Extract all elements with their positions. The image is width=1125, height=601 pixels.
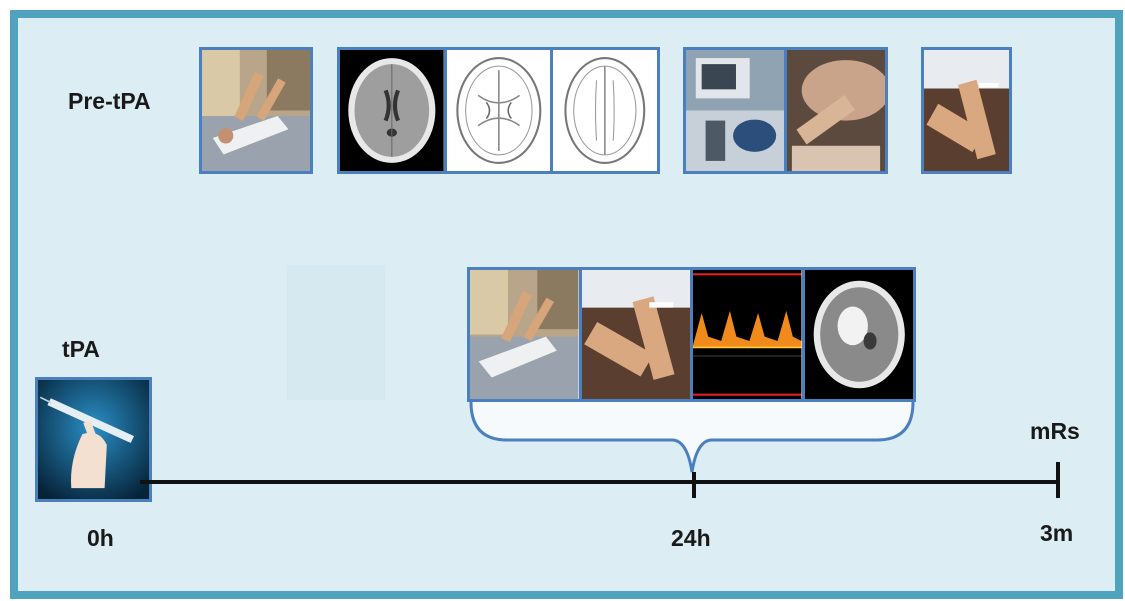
time-24h-label: 24h [671,525,711,552]
patient-bed-photo-icon [202,50,310,171]
patient-bed-photo-icon [470,270,579,399]
arm-blood-draw-photo-icon [582,270,691,399]
brain-ct-hemorrhage-icon [805,270,914,399]
brain-aspects-diagram-icon [553,50,657,171]
arm-blood-draw-photo-icon [924,50,1009,171]
syringe-injection-photo-icon [38,380,149,499]
post-24h-assessment-group [467,267,916,402]
pre-tpa-label: Pre-tPA [68,88,151,115]
pre-tpa-imaging-group [337,47,660,174]
timeline-tick-24h [692,472,696,498]
tpa-label: tPA [62,336,100,363]
brain-aspects-diagram-icon [447,50,551,171]
faint-placeholder [287,265,385,400]
time-3m-label: 3m [1040,520,1073,547]
timeline-tick-3m [1056,462,1060,498]
timeline-axis [140,480,1060,484]
tpa-injection-group [35,377,152,502]
pre-tpa-patient-group [199,47,313,174]
mrs-label: mRs [1030,418,1080,445]
pre-tpa-blood-test-group [921,47,1012,174]
time-0h-label: 0h [87,525,114,552]
doppler-waveform-icon [693,270,802,399]
swallow-test-photo-icon [787,50,885,171]
monitor-blood-pressure-photo-icon [686,50,784,171]
brace-bracket [467,400,917,476]
brain-ct-scan-icon [340,50,444,171]
pre-tpa-monitoring-group [683,47,888,174]
